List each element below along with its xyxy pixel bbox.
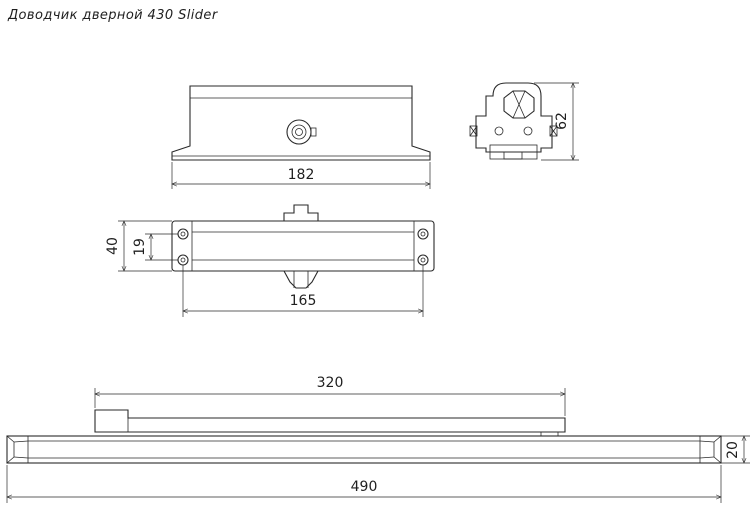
closer-side-view [469,82,558,160]
slider-rail [6,435,722,464]
mount-hole [177,228,189,240]
dimension-20-label: 20 [725,441,741,459]
dimension-320-label: 320 [317,375,344,391]
slider-arm [94,409,566,437]
spindle-circle [286,119,312,145]
mount-hole [177,254,189,266]
dimension-182: 182 [172,162,430,189]
dimension-62-label: 62 [554,112,570,130]
dimension-490: 490 [7,465,721,503]
dimension-19-label: 19 [132,238,148,256]
dimension-165: 165 [183,265,423,317]
dimension-165-label: 165 [290,293,317,309]
closer-top-view [171,85,431,161]
dimension-19: 19 [132,234,178,260]
dimension-40-label: 40 [105,237,121,255]
dimension-320: 320 [95,375,565,416]
mount-hole [417,254,429,266]
spindle-top [283,204,319,221]
drawing-title: Доводчик дверной 430 Slider [8,8,218,23]
dimension-40: 40 [105,221,172,271]
dimension-182-label: 182 [288,167,315,183]
mount-hole [417,228,429,240]
dimension-490-label: 490 [351,479,378,495]
hex-spindle [503,90,535,119]
closer-front-view [171,204,435,289]
dimension-20: 20 [721,436,750,463]
dimension-62: 62 [534,83,579,160]
spindle-bottom [283,270,319,289]
